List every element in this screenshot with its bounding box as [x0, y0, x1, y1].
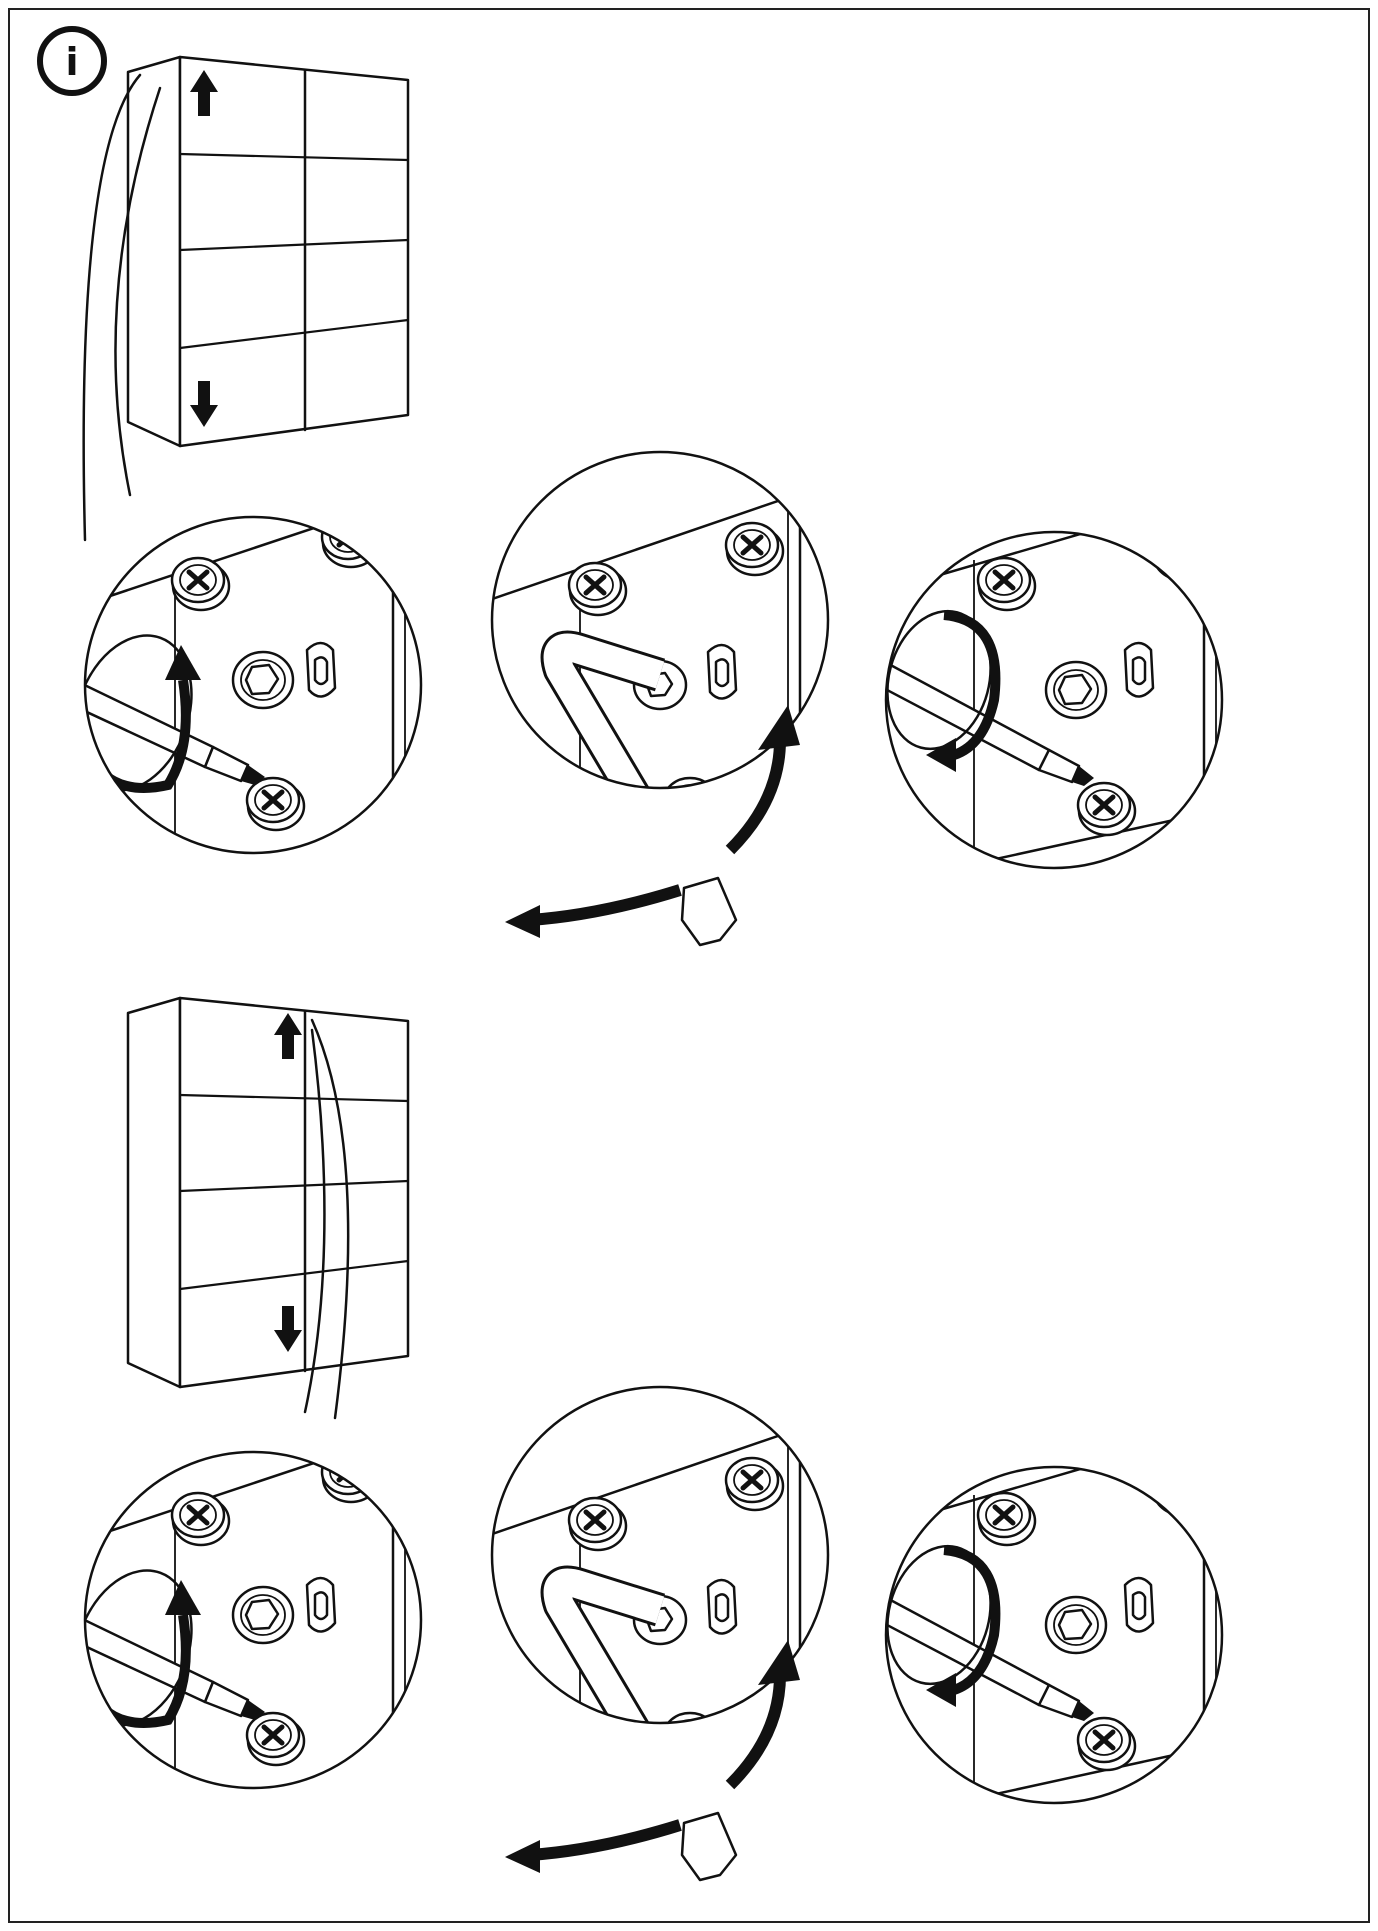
arrow-down-icon: [190, 381, 218, 427]
tool-code-label: 108490: [595, 790, 638, 866]
arrow-up-icon: [190, 70, 218, 116]
instruction-page: [8, 8, 1370, 1923]
wardrobe-top: [82, 55, 410, 542]
detail-hex-key-bottom: 108490: [490, 1385, 830, 1882]
arrow-down-icon: [274, 1306, 302, 1352]
info-icon: i: [37, 26, 107, 96]
wardrobe-bottom: [126, 996, 410, 1420]
arrow-up-icon: [274, 1013, 302, 1059]
detail-tighten-screw-bottom: [884, 1465, 1224, 1805]
arrow-rotate-icon: [758, 1640, 800, 1685]
detail-hex-key-top: 108490: [490, 450, 830, 947]
arrow-rotate-icon: [758, 705, 800, 750]
detail-loosen-screw-bottom: [83, 1450, 423, 1790]
detail-loosen-screw-top: [83, 515, 423, 855]
detail-tighten-screw-top: [884, 530, 1224, 870]
info-icon-label: i: [65, 40, 78, 84]
tool-code-label: 108490: [595, 1725, 638, 1801]
